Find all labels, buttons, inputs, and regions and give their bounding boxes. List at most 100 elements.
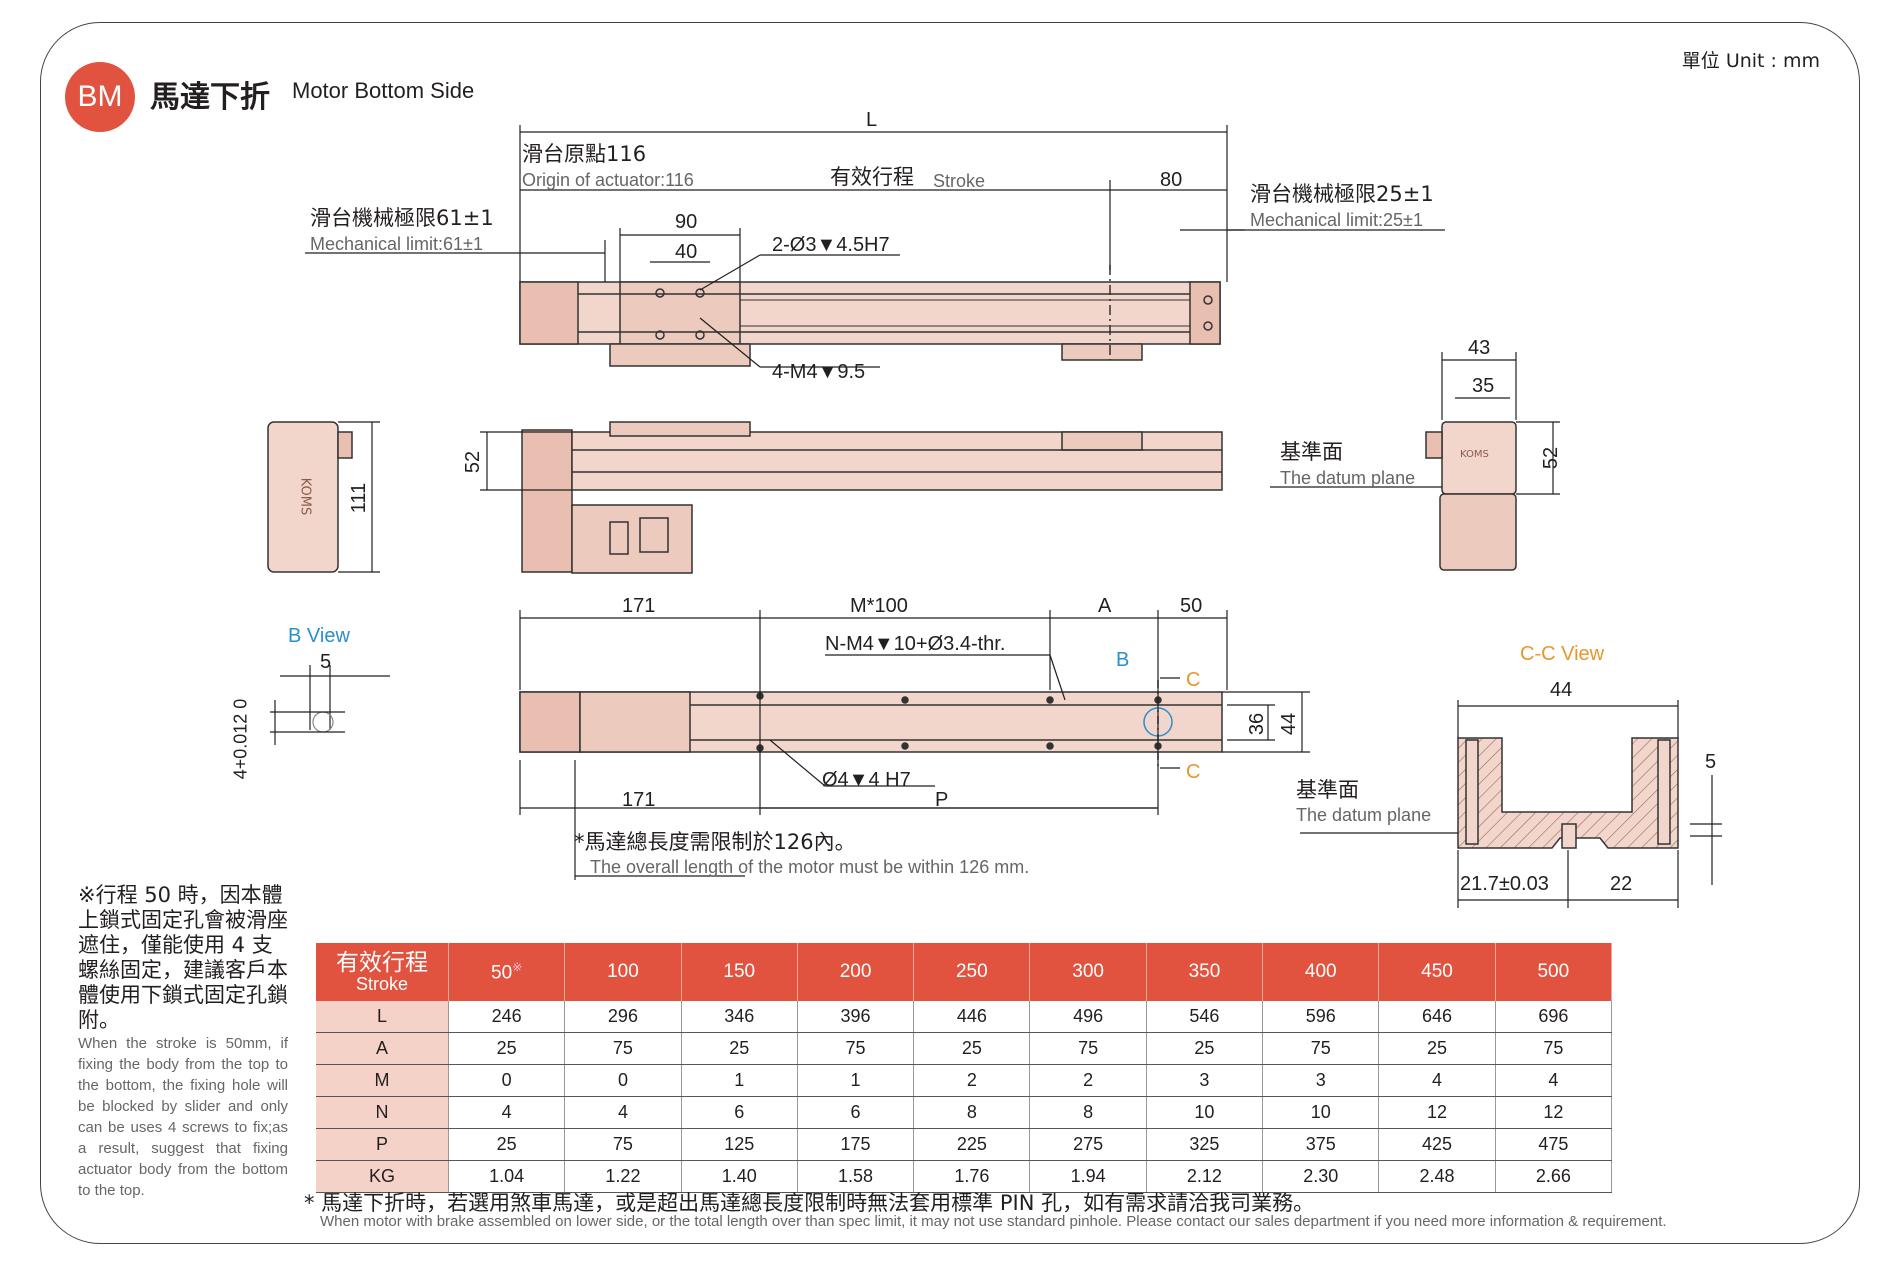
koms-logo-left: KOMS	[297, 477, 313, 516]
stroke-50-note-zh: ※行程 50 時，因本體上鎖式固定孔會被滑座遮住，僅能使用 4 支螺絲固定，建議…	[78, 883, 288, 1032]
table-cell: 1.22	[564, 1160, 682, 1193]
table-cell: 25	[913, 1032, 1031, 1065]
bottom-view-dims	[519, 610, 1310, 880]
datum2-label-en: The datum plane	[1296, 805, 1432, 825]
table-cell: 2	[1029, 1064, 1147, 1097]
tolerance-label: 4+0.012 0	[230, 698, 251, 780]
pin-callout: Ø4▼4 H7	[822, 769, 911, 791]
dim-5-bview: 5	[320, 651, 332, 673]
row-header: N	[316, 1096, 449, 1129]
dim-171-bottom: 171	[622, 789, 656, 811]
dim-80: 80	[1160, 169, 1183, 191]
dim-43: 43	[1468, 337, 1491, 359]
table-cell: 375	[1262, 1128, 1380, 1161]
row-header: KG	[316, 1160, 449, 1193]
stroke-value: 50	[491, 962, 513, 984]
dim-36: 36	[1246, 712, 1269, 736]
stroke-50-note-en: When the stroke is 50mm, if fixing the b…	[78, 1035, 288, 1199]
table-cell: 1.40	[681, 1160, 798, 1193]
c-marker-top: C	[1186, 669, 1201, 691]
dim-22: 22	[1610, 873, 1633, 895]
cc-view	[1457, 737, 1679, 849]
end-view-right	[1425, 421, 1517, 571]
stroke-note-mark: ※	[512, 959, 523, 974]
stroke-value: 500	[1537, 961, 1570, 982]
end-view-left-dims	[338, 421, 380, 573]
stroke-value: 100	[607, 961, 639, 982]
b-view-detail	[270, 665, 390, 745]
table-cell: 2.30	[1262, 1160, 1380, 1193]
mech61-label-zh: 滑台機械極限61±1	[310, 206, 494, 230]
motor-limit-zh: *馬達總長度需限制於126內。	[574, 830, 856, 854]
table-cell: 696	[1495, 1001, 1613, 1033]
stroke-col-450: 450	[1378, 943, 1496, 1001]
stroke-value: 150	[723, 961, 756, 982]
mech61-label-en: Mechanical limit:61±1	[310, 234, 483, 254]
stroke-col-100: 100	[564, 943, 682, 1001]
stroke-col-150: 150	[681, 943, 798, 1001]
stroke-value: 350	[1188, 961, 1221, 982]
table-cell: 25	[448, 1128, 566, 1161]
cc-view-dims	[1300, 700, 1722, 908]
stroke-col-250: 250	[913, 943, 1031, 1001]
table-cell: 3	[1262, 1064, 1380, 1097]
row-header: A	[316, 1032, 449, 1065]
section-title-zh: 馬達下折	[150, 80, 270, 115]
table-cell: 75	[1495, 1032, 1613, 1065]
row-header: M	[316, 1064, 449, 1097]
stroke-col-500: 500	[1495, 943, 1613, 1001]
table-cell: 75	[797, 1032, 915, 1065]
koms-logo-right: KOMS	[1460, 449, 1489, 460]
dim-35: 35	[1472, 375, 1495, 397]
side-view	[521, 421, 1223, 574]
table-cell: 125	[681, 1128, 798, 1161]
table-cell: 225	[913, 1128, 1031, 1161]
table-cell: 275	[1029, 1128, 1147, 1161]
dim-21-7: 21.7±0.03	[1460, 873, 1549, 895]
stroke-value: 250	[955, 961, 988, 982]
table-cell: 546	[1146, 1001, 1264, 1033]
stroke-col-200: 200	[797, 943, 915, 1001]
footnote-en: When motor with brake assembled on lower…	[320, 1213, 1667, 1230]
dim-90: 90	[675, 211, 698, 233]
table-cell: 2	[913, 1064, 1031, 1097]
top-dimensions	[305, 125, 1445, 368]
table-cell: 25	[1378, 1032, 1496, 1065]
table-cell: 25	[1146, 1032, 1264, 1065]
table-cell: 10	[1262, 1096, 1380, 1129]
stroke-col-300: 300	[1029, 943, 1147, 1001]
hole-callout-2: 4-M4▼9.5	[772, 361, 866, 383]
n-hole-callout: N-M4▼10+Ø3.4-thr.	[825, 633, 1006, 655]
dim-A: A	[1098, 595, 1112, 617]
stroke-header-en: Stroke	[355, 973, 409, 994]
table-cell: 25	[681, 1032, 798, 1065]
table-cell: 4	[564, 1096, 682, 1129]
dim-44-cc: 44	[1550, 679, 1573, 701]
table-cell: 1.04	[448, 1160, 566, 1193]
section-title-en: Motor Bottom Side	[292, 78, 475, 103]
table-cell: 1.76	[913, 1160, 1031, 1193]
table-cell: 3	[1146, 1064, 1264, 1097]
dim-50: 50	[1180, 595, 1203, 617]
table-cell: 4	[448, 1096, 566, 1129]
stroke-50-note: ※行程 50 時，因本體上鎖式固定孔會被滑座遮住，僅能使用 4 支螺絲固定，建議…	[78, 883, 288, 1201]
table-cell: 425	[1378, 1128, 1496, 1161]
unit-label: 單位 Unit : mm	[1681, 50, 1820, 72]
table-cell: 496	[1029, 1001, 1147, 1033]
datum-label-en: The datum plane	[1280, 468, 1416, 488]
dim-44-bottom: 44	[1278, 712, 1301, 736]
stroke-value: 200	[839, 961, 872, 982]
mech25-label-zh: 滑台機械極限25±1	[1250, 182, 1434, 206]
table-cell: 6	[797, 1096, 915, 1129]
table-cell: 75	[1029, 1032, 1147, 1065]
c-marker-bottom: C	[1186, 761, 1201, 783]
stroke-col-400: 400	[1262, 943, 1380, 1001]
